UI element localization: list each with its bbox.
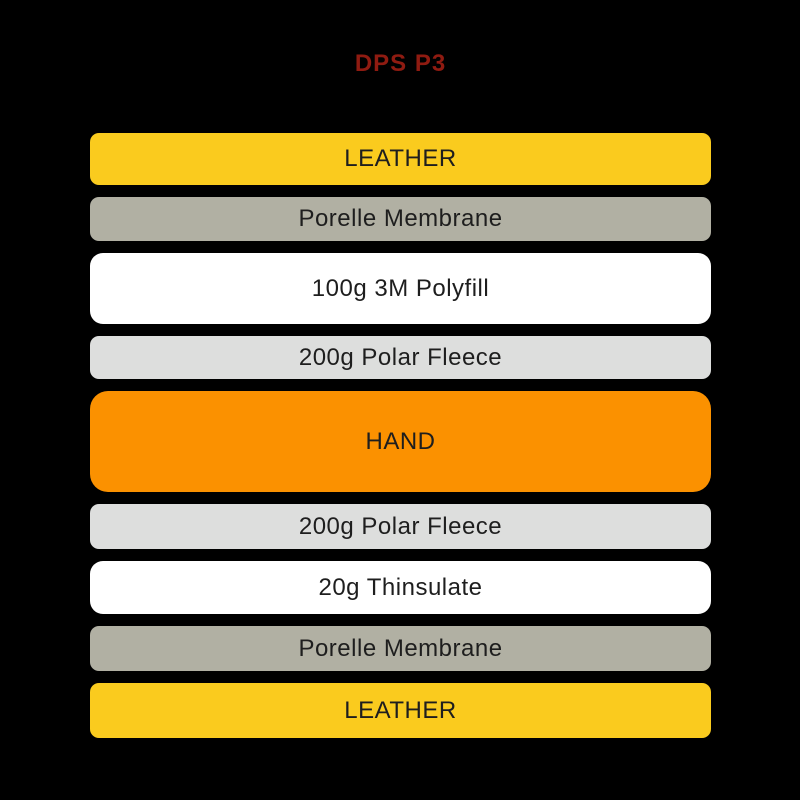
- layer-leather-outer-top: LEATHER: [90, 133, 711, 185]
- layer-polyfill: 100g 3M Polyfill: [90, 253, 711, 324]
- layer-polar-fleece-top: 200g Polar Fleece: [90, 336, 711, 379]
- layer-label: 200g Polar Fleece: [298, 512, 503, 540]
- layer-label: Porelle Membrane: [298, 205, 503, 232]
- layer-porelle-membrane-bottom: Porelle Membrane: [90, 626, 711, 671]
- layer-porelle-membrane-top: Porelle Membrane: [90, 197, 711, 241]
- layer-label: 100g 3M Polyfill: [311, 274, 490, 302]
- layer-leather-outer-bottom: LEATHER: [90, 683, 711, 738]
- diagram-title: DPS P3: [354, 50, 447, 77]
- layer-stack: LEATHER Porelle Membrane 100g 3M Polyfil…: [90, 133, 711, 738]
- layer-label: 200g Polar Fleece: [298, 343, 503, 371]
- layer-label: Porelle Membrane: [298, 634, 503, 662]
- layer-label: HAND: [365, 427, 436, 455]
- layer-hand: HAND: [90, 391, 711, 492]
- layer-thinsulate: 20g Thinsulate: [90, 561, 711, 614]
- layer-label: LEATHER: [344, 696, 457, 724]
- layer-label: 20g Thinsulate: [318, 573, 483, 601]
- layer-polar-fleece-bottom: 200g Polar Fleece: [90, 504, 711, 549]
- layer-label: LEATHER: [344, 145, 457, 172]
